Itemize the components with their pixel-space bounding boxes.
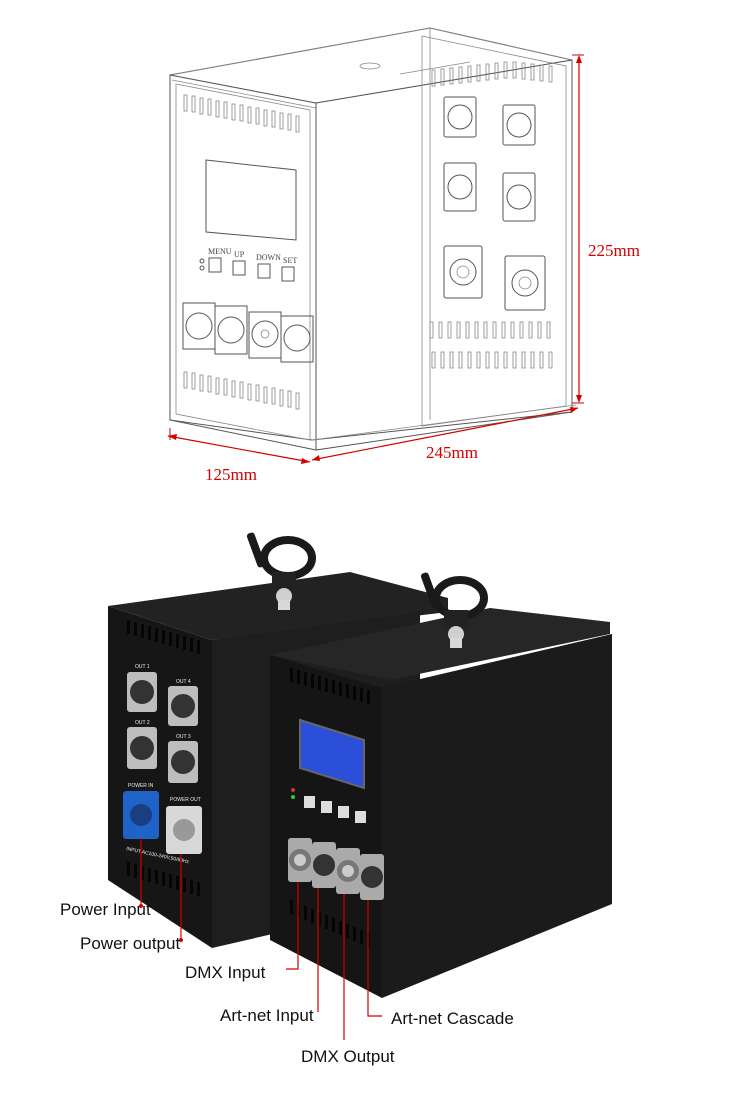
callout-dmx-input: DMX Input [185,963,266,982]
dimension-depth-label: 125mm [205,465,257,484]
rear-label-power-in: POWER IN [128,783,154,789]
button-label-menu: MENU [208,247,232,256]
vent-slots-right-bottom [429,321,553,369]
button-label-down: DOWN [256,253,281,262]
led-indicator [199,258,205,264]
button-label-set: SET [283,256,297,265]
callouts: Power Input Power output DMX Input Art-n… [60,838,514,1066]
mounting-clamp-front [420,572,488,648]
led-indicator [199,265,205,271]
rear-label-out3: OUT 3 [176,734,191,740]
callout-artnet-input: Art-net Input [220,1006,314,1025]
rear-xlr-outputs [127,672,198,783]
dimension-lines [167,54,584,464]
vent-slots-right-top [431,61,553,87]
mounting-clamp-rear [246,532,316,610]
vent-slots-front-bottom [183,371,300,410]
callout-artnet-cascade: Art-net Cascade [391,1009,514,1028]
led-indicator [291,788,295,792]
led-indicator [291,795,295,799]
lcd-display-outline [205,159,297,241]
rear-label-out4: OUT 4 [176,679,191,685]
button-label-up: UP [234,250,245,259]
callout-power-output: Power output [80,934,180,953]
front-buttons [304,796,366,823]
dimension-width-label: 245mm [426,443,478,462]
front-unit [270,608,612,998]
vent-slots-front-top [183,94,300,133]
lcd-display [299,718,365,790]
rear-connectors-outline [443,96,546,311]
rear-label-out2: OUT 2 [135,720,150,726]
front-connectors-outline [182,302,314,363]
callout-power-input: Power Input [60,900,151,919]
front-connectors [288,838,384,900]
callout-dmx-output: DMX Output [301,1047,395,1066]
product-render: OUT 1 OUT 4 OUT 2 OUT 3 POWER IN POWER O… [108,532,612,998]
dimension-height-label: 225mm [588,241,640,260]
front-panel [270,655,382,998]
rear-label-out1: OUT 1 [135,664,150,670]
rear-label-power-out: POWER OUT [170,797,201,803]
wireframe-drawing: MENU UP DOWN SET [167,27,640,484]
control-buttons-outline: MENU UP DOWN SET [208,247,297,282]
